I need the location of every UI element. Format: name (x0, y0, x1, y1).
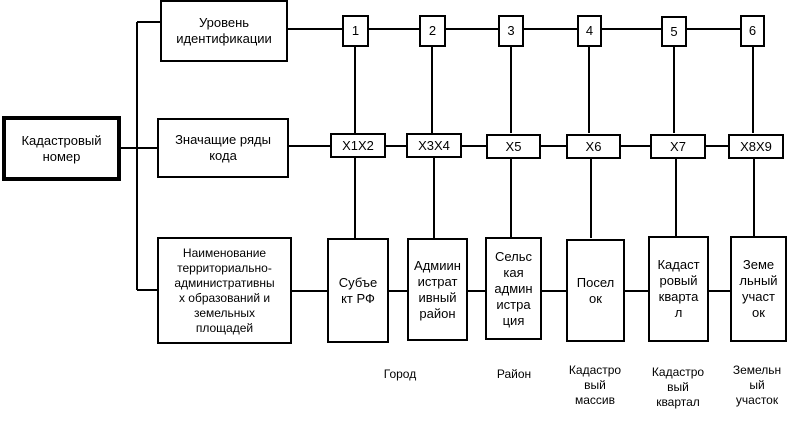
code-box-x1x2: X1X2 (330, 133, 386, 158)
level-box-6: 6 (740, 15, 765, 47)
code-box-x8x9: X8X9 (728, 134, 784, 159)
category-box-level: Уровень идентификации (160, 0, 288, 62)
code-box-x3x4: X3X4 (406, 133, 462, 158)
caption-district: Район (496, 367, 532, 381)
name-box-rural-admin: Сельс кая админ истра ция (485, 237, 542, 340)
level-box-4: 4 (577, 15, 602, 47)
caption-cadastral-massif: Кадастро вый массив (568, 363, 622, 407)
code-box-x6: X6 (566, 134, 621, 159)
name-box-cadastral-block: Кадаст ровый кварта л (648, 236, 709, 342)
caption-city: Город (383, 367, 417, 381)
caption-cadastral-block: Кадастро вый квартал (651, 365, 705, 409)
name-box-subject-rf: Субъе кт РФ (327, 238, 389, 343)
level-box-2: 2 (419, 15, 446, 47)
code-box-x7: X7 (650, 134, 706, 159)
category-box-code: Значащие ряды кода (157, 118, 289, 178)
name-box-land-plot: Земе льный участ ок (730, 236, 787, 342)
caption-land-plot: Земельн ый участок (732, 363, 782, 407)
category-box-names: Наименование территориально- администрат… (157, 237, 292, 344)
level-box-5: 5 (661, 16, 687, 47)
name-box-settlement: Посел ок (566, 239, 625, 342)
root-box-cadastral-number: Кадастровый номер (2, 116, 121, 181)
level-box-1: 1 (342, 15, 369, 47)
name-box-admin-district: Адмиин истрат ивный район (407, 238, 468, 341)
code-box-x5: X5 (486, 134, 541, 159)
level-box-3: 3 (498, 15, 524, 47)
